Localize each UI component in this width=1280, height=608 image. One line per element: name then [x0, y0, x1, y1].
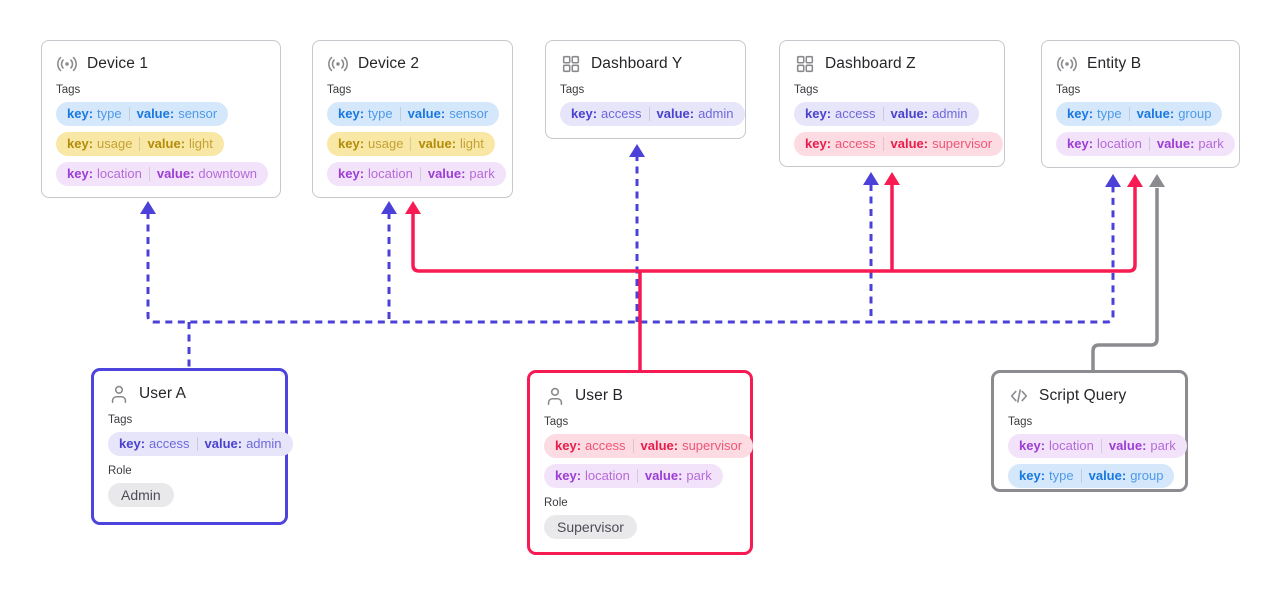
edges-user-b [411, 184, 1137, 370]
role-label: Role [108, 465, 132, 477]
card-title: User A [139, 385, 187, 402]
card-title: Device 2 [358, 55, 420, 72]
tags-label: Tags [327, 84, 352, 96]
arrow-entityb-blue [1105, 174, 1121, 187]
card-title: Script Query [1039, 387, 1127, 404]
edges-script-query [1091, 188, 1159, 370]
broadcast-icon [1056, 53, 1078, 75]
arrow-dashboardz-blue [863, 172, 879, 185]
role-pill: Supervisor [544, 515, 637, 539]
arrow-device2-red [405, 201, 421, 214]
edge-userb-main [411, 186, 1137, 273]
tags-label: Tags [560, 84, 585, 96]
arrow-entityb-gray [1149, 174, 1165, 187]
card-title: Entity B [1087, 55, 1142, 72]
dashboard-grid-icon [560, 53, 582, 75]
card-title: Dashboard Y [591, 55, 683, 72]
arrowheads-user-a [140, 144, 1121, 214]
tags-label: Tags [544, 416, 569, 428]
edge-script-entityb [1091, 188, 1159, 370]
code-icon [1008, 385, 1030, 407]
tags-label: Tags [1056, 84, 1081, 96]
card-title: Device 1 [87, 55, 149, 72]
arrow-dashboardz-red [884, 172, 900, 185]
role-label: Role [544, 497, 568, 509]
card-title: User B [575, 387, 623, 404]
dashboard-grid-icon [794, 53, 816, 75]
tags-label: Tags [794, 84, 819, 96]
arrow-device1 [140, 201, 156, 214]
arrow-device2-blue [381, 201, 397, 214]
card-title: Dashboard Z [825, 55, 916, 72]
tags-label: Tags [108, 414, 133, 426]
arrowheads-script-query [1149, 174, 1165, 187]
tags-label: Tags [1008, 416, 1033, 428]
edges-user-a [146, 154, 1115, 368]
role-pill: Admin [108, 483, 174, 507]
broadcast-icon [327, 53, 349, 75]
edge-usera-main [146, 186, 1115, 324]
broadcast-icon [56, 53, 78, 75]
user-icon [108, 383, 130, 405]
arrowheads-user-b [405, 172, 1143, 214]
user-icon [544, 385, 566, 407]
tags-label: Tags [56, 84, 81, 96]
arrow-entityb-red [1127, 174, 1143, 187]
arrow-dashboardy [629, 144, 645, 157]
